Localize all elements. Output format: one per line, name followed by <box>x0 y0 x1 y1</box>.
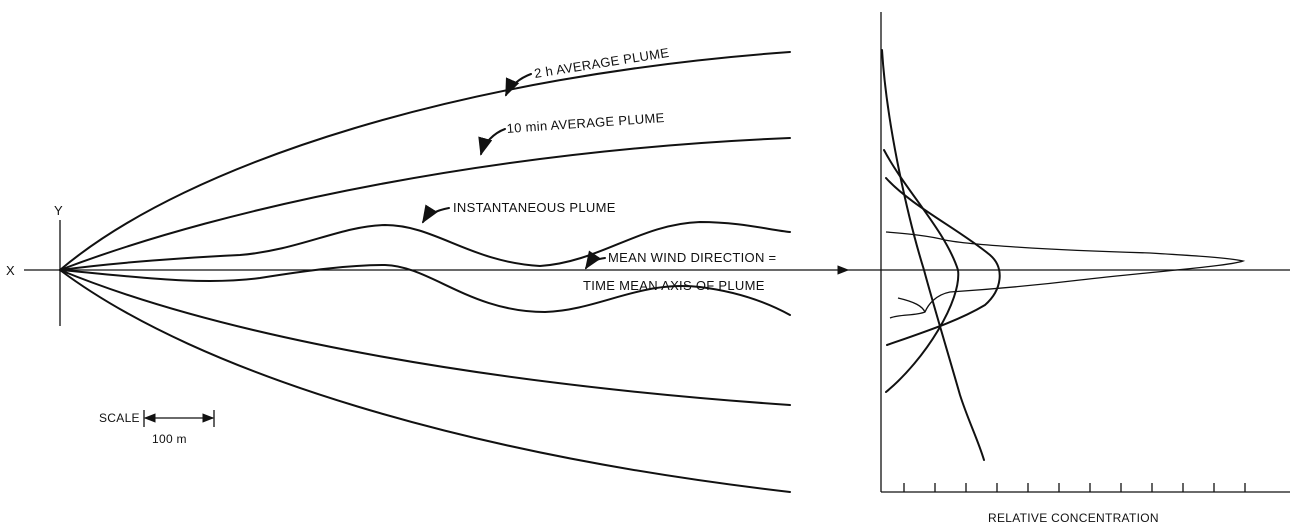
scale-distance-label: 100 m <box>152 432 187 446</box>
instantaneous-label-arrow <box>422 204 450 224</box>
scale-label: SCALE <box>99 411 140 425</box>
profile-tick-marks <box>903 483 1246 492</box>
ten-min-plume-upper <box>59 137 791 271</box>
ten-min-label-arrow <box>478 128 506 156</box>
instantaneous-plume-label: INSTANTANEOUS PLUME <box>453 200 616 215</box>
ten-min-plume-lower <box>59 269 791 406</box>
ten-min-concentration-profile <box>883 149 960 393</box>
relative-concentration-label: RELATIVE CONCENTRATION <box>988 511 1159 525</box>
instantaneous-plume-lower <box>59 264 791 316</box>
y-axis-label: Y <box>54 203 63 218</box>
ten-min-plume-label: 10 min AVERAGE PLUME <box>506 110 665 136</box>
instantaneous-concentration-spike <box>897 297 926 313</box>
instantaneous-concentration-profile-a <box>885 177 1001 346</box>
two-hour-plume-lower <box>59 269 791 493</box>
x-axis-label: X <box>6 263 15 278</box>
mean-wind-direction-label: MEAN WIND DIRECTION = <box>608 250 776 265</box>
two-hour-plume-label: 2 h AVERAGE PLUME <box>533 45 670 81</box>
time-mean-axis-label: TIME MEAN AXIS OF PLUME <box>583 278 765 293</box>
instantaneous-concentration-profile-b <box>885 231 1246 319</box>
instantaneous-plume-upper <box>59 221 791 271</box>
mean-wind-label-arrow <box>585 250 606 270</box>
two-hour-concentration-profile <box>881 49 985 461</box>
two-hour-label-arrow <box>505 73 532 97</box>
two-hour-plume-upper <box>59 51 791 271</box>
